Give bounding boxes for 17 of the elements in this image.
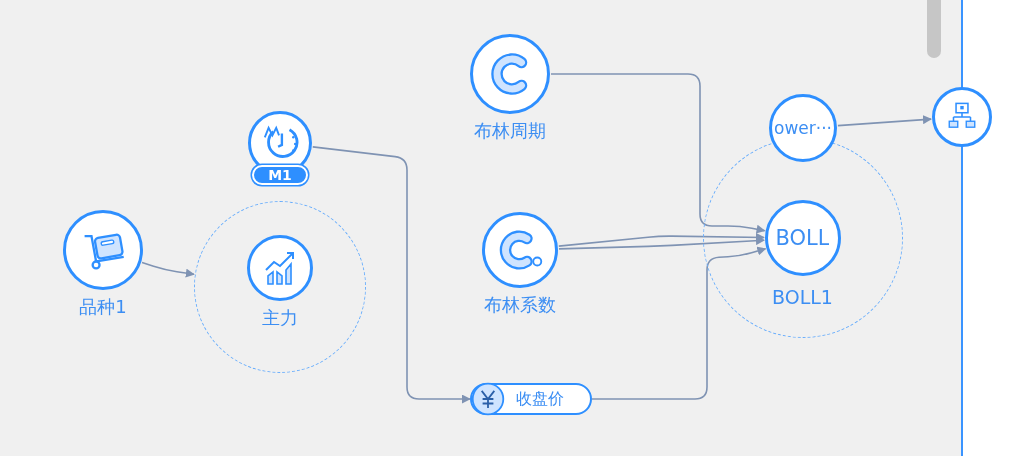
node-label: BOLL — [775, 225, 830, 250]
node-label: ower··· — [774, 118, 832, 138]
arrow — [550, 73, 766, 234]
node-label: 主力 — [260, 306, 299, 329]
period-badge: M1 — [252, 165, 308, 185]
arrow — [837, 115, 932, 127]
arrow — [558, 232, 765, 247]
node-label: 品种1 — [78, 296, 128, 318]
node-label: 布林系数 — [483, 294, 557, 316]
pill-node — [470, 383, 592, 415]
node-label: 布林周期 — [473, 120, 547, 142]
arrow — [558, 236, 765, 250]
arrow — [141, 261, 195, 278]
arrow — [591, 246, 767, 400]
node-label: BOLL1 — [771, 285, 834, 308]
arrow — [311, 146, 471, 404]
node-label: 收盘价 — [516, 388, 564, 410]
